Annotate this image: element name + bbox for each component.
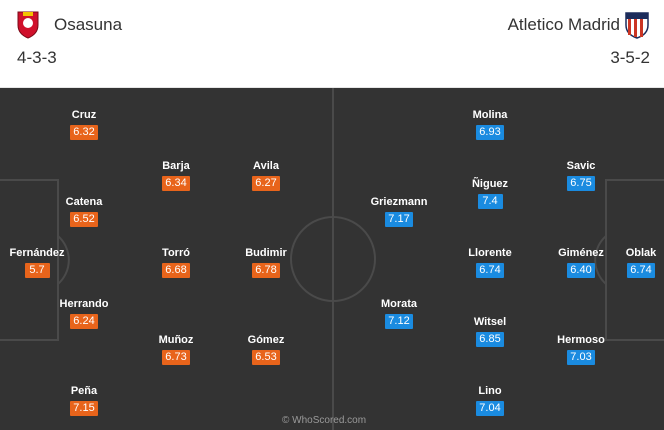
player-name: Morata <box>380 298 418 310</box>
player-rating-badge: 6.52 <box>70 212 98 227</box>
home-player-torro[interactable]: Torró 6.68 <box>116 246 236 278</box>
player-rating-badge: 6.74 <box>627 263 655 278</box>
away-player-savic[interactable]: Savic 6.75 <box>521 159 641 191</box>
home-team-name[interactable]: Osasuna <box>54 15 123 34</box>
away-player-witsel[interactable]: Witsel 6.85 <box>430 315 550 347</box>
player-rating-badge: 5.7 <box>24 263 50 278</box>
player-name: Hermoso <box>557 334 605 346</box>
player-name: Llorente <box>468 247 512 259</box>
pitch: Cruz 6.32 Barja 6.34 Avila 6.27 Catena 6… <box>0 88 664 430</box>
home-player-pena[interactable]: Peña 7.15 <box>24 384 144 416</box>
player-name: Fernández <box>9 247 65 259</box>
player-name: Peña <box>70 385 98 397</box>
player-name: Catena <box>65 196 103 208</box>
player-rating-badge: 6.78 <box>252 263 280 278</box>
player-name: Avila <box>253 160 279 172</box>
player-rating-badge: 7.12 <box>385 314 413 329</box>
player-rating-badge: 7.03 <box>567 350 595 365</box>
player-name: Witsel <box>473 316 507 328</box>
player-rating-badge: 6.53 <box>252 350 280 365</box>
away-team-name[interactable]: Atletico Madrid <box>507 15 620 34</box>
player-name: Savic <box>566 160 596 172</box>
player-rating-badge: 7.17 <box>385 212 413 227</box>
home-player-catena[interactable]: Catena 6.52 <box>24 195 144 227</box>
atletico-madrid-crest-icon <box>625 12 649 39</box>
player-rating-badge: 6.34 <box>162 176 190 191</box>
player-name: Torró <box>162 247 190 259</box>
player-rating-badge: 6.75 <box>567 176 595 191</box>
player-name: Cruz <box>71 109 97 121</box>
away-player-oblak[interactable]: Oblak 6.74 <box>581 246 664 278</box>
player-rating-badge: 6.27 <box>252 176 280 191</box>
away-player-molina[interactable]: Molina 6.93 <box>430 108 550 140</box>
player-name: Budimir <box>245 247 287 259</box>
away-player-niguez[interactable]: Ñiguez 7.4 <box>430 177 550 209</box>
player-rating-badge: 6.68 <box>162 263 190 278</box>
away-player-lino[interactable]: Lino 7.04 <box>430 384 550 416</box>
player-name: Ñiguez <box>471 178 509 190</box>
player-name: Oblak <box>625 247 657 259</box>
away-player-griezmann[interactable]: Griezmann 7.17 <box>339 195 459 227</box>
player-rating-badge: 7.15 <box>70 401 98 416</box>
away-player-llorente[interactable]: Llorente 6.74 <box>430 246 550 278</box>
home-player-fernandez[interactable]: Fernández 5.7 <box>0 246 97 278</box>
player-rating-badge: 6.85 <box>476 332 504 347</box>
home-player-herrando[interactable]: Herrando 6.24 <box>24 297 144 329</box>
player-rating-badge: 7.4 <box>477 194 503 209</box>
player-name: Griezmann <box>370 196 428 208</box>
home-player-avila[interactable]: Avila 6.27 <box>206 159 326 191</box>
player-rating-badge: 6.40 <box>567 263 595 278</box>
player-rating-badge: 6.32 <box>70 125 98 140</box>
away-formation: 3-5-2 <box>610 48 650 67</box>
player-name: Lino <box>478 385 502 397</box>
player-name: Molina <box>472 109 508 121</box>
player-name: Gómez <box>247 334 285 346</box>
player-name: Muñoz <box>158 334 194 346</box>
watermark: © WhoScored.com <box>282 415 367 426</box>
home-player-munoz[interactable]: Muñoz 6.73 <box>116 333 236 365</box>
player-name: Herrando <box>59 298 109 310</box>
home-player-barja[interactable]: Barja 6.34 <box>116 159 236 191</box>
osasuna-crest-icon <box>17 11 39 39</box>
match-header: Osasuna 4-3-3 Atletico Madrid 3-5-2 <box>0 0 664 88</box>
home-player-budimir[interactable]: Budimir 6.78 <box>206 246 326 278</box>
player-rating-badge: 6.73 <box>162 350 190 365</box>
away-player-gimenez[interactable]: Giménez 6.40 <box>521 246 641 278</box>
away-player-morata[interactable]: Morata 7.12 <box>339 297 459 329</box>
home-formation: 4-3-3 <box>17 48 57 67</box>
player-rating-badge: 6.74 <box>476 263 504 278</box>
home-player-gomez[interactable]: Gómez 6.53 <box>206 333 326 365</box>
away-player-hermoso[interactable]: Hermoso 7.03 <box>521 333 641 365</box>
player-rating-badge: 6.93 <box>476 125 504 140</box>
home-player-cruz[interactable]: Cruz 6.32 <box>24 108 144 140</box>
player-name: Barja <box>162 160 190 172</box>
pitch-markings <box>0 88 664 430</box>
player-rating-badge: 6.24 <box>70 314 98 329</box>
player-rating-badge: 7.04 <box>476 401 504 416</box>
player-name: Giménez <box>558 247 604 259</box>
